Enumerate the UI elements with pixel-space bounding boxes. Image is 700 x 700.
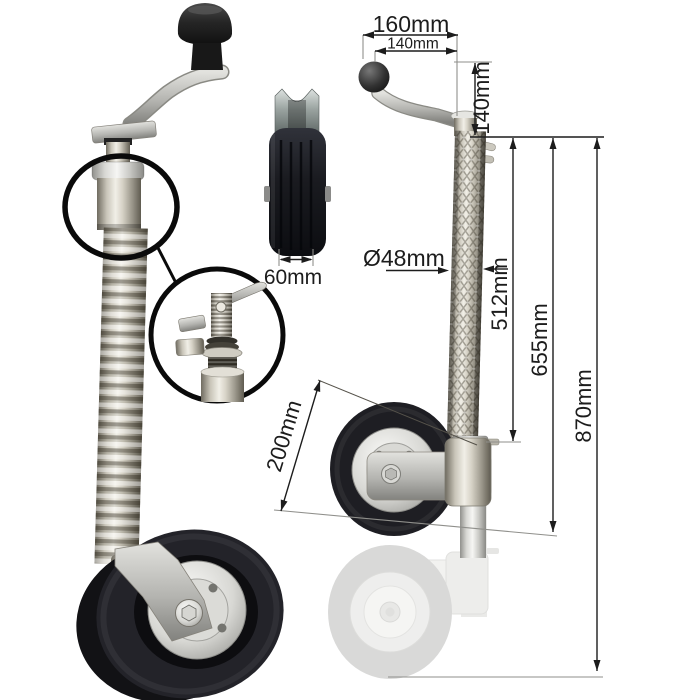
tube-collar (91, 161, 145, 181)
rim-hole (208, 583, 218, 593)
dim-handle-width-inner (375, 47, 457, 55)
dimension-labels: 160mm 140mm 140mm Ø48mm 512mm 655mm 870m… (261, 11, 596, 475)
dim-height-retracted (549, 138, 557, 532)
axle-bolt (385, 467, 397, 481)
clamp-tab-lower (175, 337, 205, 357)
rod-hole (215, 301, 227, 313)
crank-knob-cap (177, 3, 233, 45)
dim-label-512mm: 512mm (487, 257, 512, 330)
closeup-tire (269, 128, 326, 256)
ribbed-outer-tube (94, 227, 148, 565)
tube-gap (104, 138, 132, 145)
axle-bolt (181, 604, 197, 622)
tire-tread-highlight (100, 533, 280, 695)
wheel-width-closeup (264, 88, 331, 256)
crank-arm (372, 87, 466, 128)
fork-shadow (288, 100, 306, 130)
ghost-extended-wheel (328, 505, 499, 679)
tube-shadow-band (97, 224, 141, 230)
crank-knob-stem (191, 43, 223, 70)
crank-arm (124, 66, 228, 130)
clamp-detail-callout (62, 153, 286, 404)
axle-tab-left (264, 186, 270, 202)
bracket-tube-clamp (444, 437, 492, 507)
rod-threads (211, 293, 232, 337)
dim-handle-height (471, 63, 479, 135)
dim-handle-width-outer (363, 31, 458, 39)
dim-label-655mm: 655mm (527, 303, 552, 376)
rim-hole (217, 623, 227, 633)
dimension-annotations (273, 31, 604, 678)
wheel-assembly (330, 402, 492, 536)
dim-outer-tube-length (509, 138, 517, 441)
axle-tab-right (325, 186, 331, 202)
smooth-tube-section (97, 178, 141, 230)
jockey-wheel-front-view (330, 61, 500, 558)
magnifier-circle (62, 153, 180, 261)
dim-label-200mm: 200mm (261, 397, 306, 474)
dim-label-160mm: 160mm (373, 11, 450, 37)
dim-label-140mm-inner: 140mm (387, 36, 439, 53)
dim-tube-diameter (386, 265, 508, 274)
tire-edge-highlight (271, 134, 275, 248)
tube-neck (106, 142, 130, 164)
cylinder-top (200, 366, 245, 378)
ground-line-retracted (273, 509, 558, 537)
dim-height-extended (593, 138, 601, 671)
dim-wheel-width (279, 256, 313, 263)
wheel-assembly (76, 529, 284, 700)
tire-grooves (279, 140, 313, 250)
jockey-wheel-side-view (76, 3, 284, 700)
clamp-detail-contents (175, 281, 267, 402)
knob-highlight (188, 5, 222, 15)
washer (201, 347, 243, 359)
wheel-tangent-line (317, 379, 478, 446)
crank-knob-ball (358, 61, 390, 93)
dim-label-diameter-48mm: Ø48mm (363, 245, 445, 271)
dim-wheel-diameter (280, 380, 321, 512)
dim-label-140mm-vertical: 140mm (469, 61, 494, 134)
dim-label-60mm: 60mm (264, 266, 322, 289)
dim-label-870mm: 870mm (571, 369, 596, 442)
closeup-fork (274, 88, 320, 135)
callout-connector-line (155, 245, 178, 284)
clamp-tab-upper (178, 314, 206, 333)
knurled-outer-tube (446, 130, 487, 441)
extension-lines (273, 35, 603, 678)
